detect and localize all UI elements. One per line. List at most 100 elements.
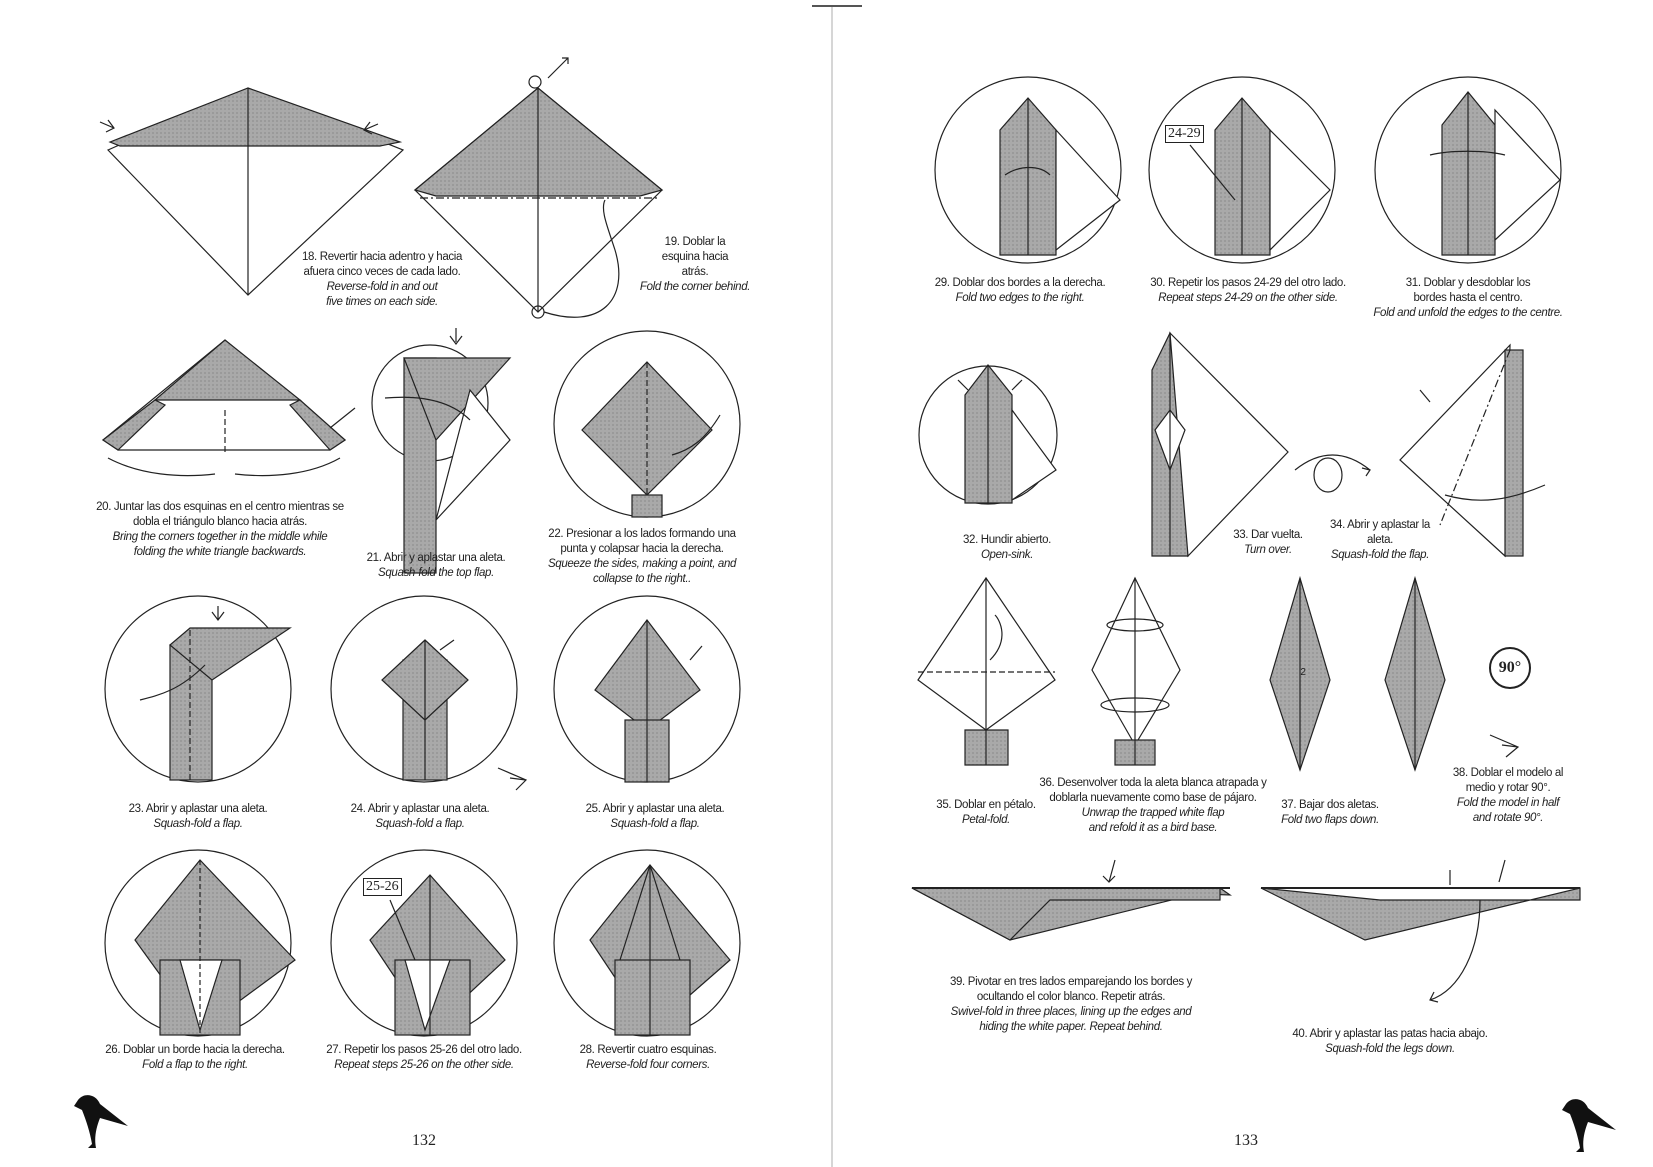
diagram-step-35 (917, 576, 1056, 766)
bird-logo (74, 1095, 128, 1148)
caption-es: 20. Juntar las dos esquinas en el centro… (96, 501, 344, 528)
step-reference-tag: 24-29 (1165, 125, 1204, 143)
step-reference-tag: 25-26 (363, 878, 402, 896)
bird-logo (1562, 1099, 1616, 1152)
caption-step-26: 26. Doblar un borde hacia la derecha.Fol… (90, 1043, 300, 1073)
caption-step-33: 33. Dar vuelta. Turn over. (1223, 528, 1313, 558)
caption-es: 28. Revertir cuatro esquinas. (579, 1044, 717, 1056)
caption-step-27: 27. Repetir los pasos 25-26 del otro lad… (314, 1043, 534, 1073)
diagram-step-33 (1151, 331, 1289, 558)
caption-step-25: 25. Abrir y aplastar una aleta.Squash-fo… (565, 802, 745, 832)
caption-es: 38. Doblar el modelo al medio y rotar 90… (1452, 767, 1564, 794)
caption-step-30: 30. Repetir los pasos 24-29 del otro lad… (1138, 276, 1358, 306)
diagram-step-26 (104, 849, 296, 1037)
caption-step-36: 36. Desenvolver toda la aleta blanca atr… (1038, 776, 1268, 836)
next-arrow-icon (497, 767, 528, 791)
caption-es: 33. Dar vuelta. (1233, 529, 1303, 541)
caption-step-28: 28. Revertir cuatro esquinas. Reverse-fol… (558, 1043, 738, 1073)
fold-marker: 2 (1300, 667, 1306, 678)
diagram-step-23 (104, 595, 292, 783)
caption-es: 22. Presionar a los lados formando una p… (548, 528, 736, 555)
diagram-step-28 (553, 849, 741, 1037)
page-number-left: 132 (412, 1132, 436, 1149)
caption-step-39: 39. Pivotar en tres lados emparejando lo… (949, 975, 1194, 1035)
caption-en: Open-sink. (980, 549, 1034, 561)
caption-en: Fold a flap to the right. (142, 1059, 248, 1071)
caption-step-31: 31. Doblar y desdoblar los bordes hasta … (1363, 276, 1573, 321)
caption-es: 32. Hundir abierto. (963, 534, 1051, 546)
next-arrow-icon (1489, 734, 1520, 758)
caption-en: Fold two flaps down. (1281, 814, 1379, 826)
caption-step-37: 37. Bajar dos aletas. Fold two flaps down… (1270, 798, 1390, 828)
caption-step-32: 32. Hundir abierto. Open-sink. (937, 533, 1077, 563)
diagram-step-34 (1399, 343, 1546, 558)
caption-es: 23. Abrir y aplastar una aleta. (128, 803, 268, 815)
caption-step-35: 35. Doblar en pétalo. Petal-fold. (926, 798, 1046, 828)
caption-en: Repeat steps 24-29 on the other side. (1158, 292, 1338, 304)
diagram-step-31 (1374, 76, 1562, 264)
rotate-90-icon (1489, 647, 1531, 689)
caption-es: 39. Pivotar en tres lados emparejando lo… (949, 976, 1193, 1003)
caption-es: 24. Abrir y aplastar una aleta. (350, 803, 490, 815)
caption-en: Squash-fold a flap. (610, 818, 700, 830)
diagram-step-24 (330, 595, 518, 783)
caption-en: Reverse-fold in and out five times on ea… (326, 281, 438, 308)
caption-step-40: 40. Abrir y aplastar las patas hacia aba… (1270, 1027, 1510, 1057)
caption-step-20: 20. Juntar las dos esquinas en el centro… (93, 500, 348, 560)
caption-en: Petal-fold. (962, 814, 1010, 826)
caption-en: Fold and unfold the edges to the centre. (1373, 307, 1563, 319)
caption-es: 36. Desenvolver toda la aleta blanca atr… (1039, 777, 1267, 804)
caption-en: Fold the corner behind. (639, 281, 751, 293)
turn-over-icon (1294, 454, 1371, 493)
caption-es: 29. Doblar dos bordes a la derecha. (934, 277, 1106, 289)
caption-es: 18. Revertir hacia adentro y hacia afuer… (301, 251, 463, 278)
caption-step-29: 29. Doblar dos bordes a la derecha. Fold … (915, 276, 1125, 306)
caption-step-24: 24. Abrir y aplastar una aleta. Squash-fo… (330, 802, 510, 832)
caption-step-21: 21. Abrir y aplastar una aleta. Squash-fo… (356, 551, 516, 581)
diagram-step-39 (911, 859, 1232, 941)
caption-es: 31. Doblar y desdoblar los bordes hasta … (1405, 277, 1531, 304)
diagram-step-20 (101, 339, 356, 477)
caption-en: Squash-fold the flap. (1330, 549, 1430, 561)
caption-en: Fold two edges to the right. (955, 292, 1085, 304)
caption-en: Squash-fold a flap. (375, 818, 465, 830)
caption-en: Repeat steps 25-26 on the other side. (334, 1059, 514, 1071)
caption-step-23: 23. Abrir y aplastar una aleta. Squash-fo… (108, 802, 288, 832)
page-number-right: 133 (1234, 1132, 1258, 1149)
caption-es: 37. Bajar dos aletas. (1281, 799, 1379, 811)
caption-step-19: 19. Doblar la esquina hacia atrás. Fold t… (635, 235, 755, 295)
caption-es: 35. Doblar en pétalo. (936, 799, 1036, 811)
caption-es: 40. Abrir y aplastar las patas hacia aba… (1292, 1028, 1488, 1040)
caption-en: Swivel-fold in three places, lining up t… (950, 1006, 1192, 1033)
diagram-step-18 (99, 87, 405, 296)
caption-en: Bring the corners together in the middle… (112, 531, 328, 558)
diagram-step-30 (1148, 76, 1336, 264)
caption-es: 34. Abrir y aplastar la aleta. (1330, 519, 1430, 546)
caption-en: Squeeze the sides, making a point, and c… (547, 558, 737, 585)
diagram-step-21 (371, 328, 512, 574)
caption-en: Squash-fold the legs down. (1325, 1043, 1455, 1055)
diagram-step-37 (1269, 575, 1446, 772)
caption-step-22: 22. Presionar a los lados formando una p… (542, 527, 742, 587)
caption-step-18: 18. Revertir hacia adentro y hacia afuer… (297, 250, 467, 310)
caption-es: 27. Repetir los pasos 25-26 del otro lad… (326, 1044, 522, 1056)
diagram-step-29 (934, 76, 1122, 264)
caption-step-34: 34. Abrir y aplastar la aleta. Squash-fol… (1325, 518, 1435, 563)
caption-en: Fold the model in half and rotate 90°. (1456, 797, 1560, 824)
caption-es: 21. Abrir y aplastar una aleta. (366, 552, 506, 564)
caption-es: 30. Repetir los pasos 24-29 del otro lad… (1150, 277, 1346, 289)
caption-step-38: 38. Doblar el modelo al medio y rotar 90… (1448, 766, 1568, 826)
diagram-step-19 (413, 57, 664, 319)
caption-en: Squash-fold the top flap. (378, 567, 494, 579)
diagram-step-36 (1091, 576, 1181, 766)
diagram-step-27 (330, 849, 518, 1037)
diagram-step-32 (918, 364, 1058, 505)
caption-en: Squash-fold a flap. (153, 818, 243, 830)
diagram-step-25 (553, 595, 741, 783)
caption-en: Reverse-fold four corners. (586, 1059, 710, 1071)
diagram-step-22 (553, 330, 741, 518)
caption-en: Unwrap the trapped white flap and refold… (1081, 807, 1225, 834)
caption-es: 19. Doblar la esquina hacia atrás. (661, 236, 729, 278)
caption-en: Turn over. (1244, 544, 1292, 556)
